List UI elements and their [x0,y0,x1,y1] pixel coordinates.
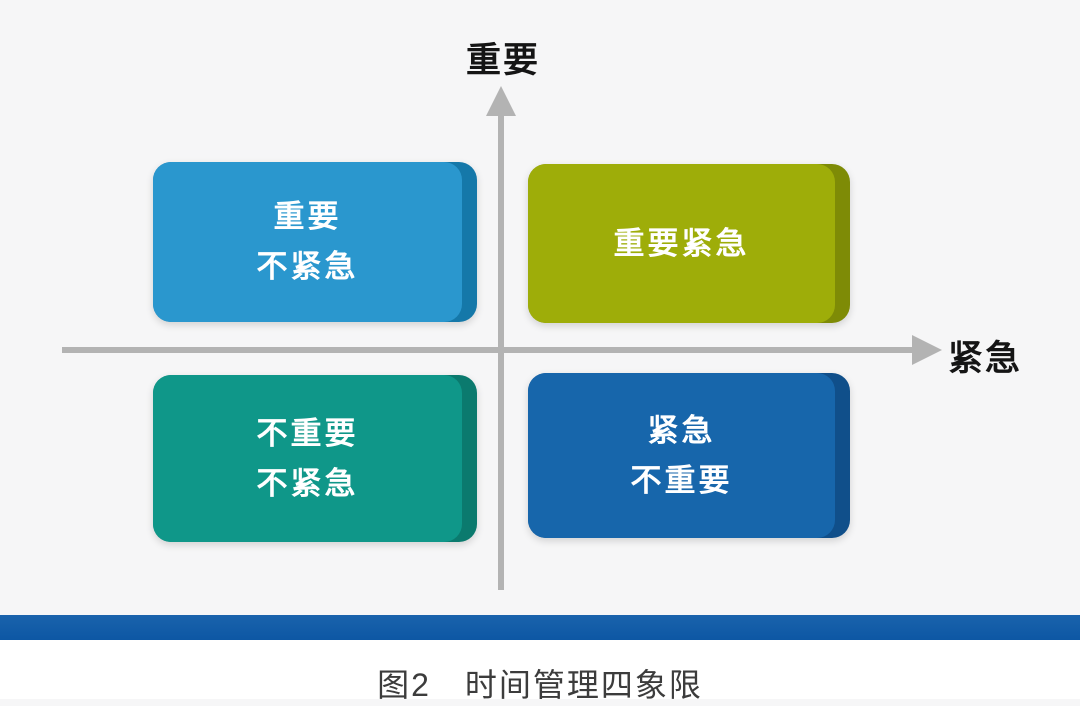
y-axis-label: 重要 [466,41,541,80]
quadrant-face: 紧急 不重要 [528,373,835,538]
quadrant-label-line: 不重要 [630,462,733,498]
right-arrow-icon [912,335,942,365]
quadrant-label-line: 重要 [273,199,342,235]
quadrant-label-line: 紧急 [647,412,716,448]
quadrant-face: 重要紧急 [528,164,835,323]
x-axis-label: 紧急 [948,339,1023,378]
figure-caption: 图2 时间管理四象限 [377,667,703,703]
quadrant-not-important-not-urgent: 不重要 不紧急 [153,375,477,542]
quadrant-face: 不重要 不紧急 [153,375,462,542]
quadrant-label-line: 不重要 [256,415,359,451]
quadrant-urgent-not-important: 紧急 不重要 [528,373,850,538]
quadrant-important-not-urgent: 重要 不紧急 [153,162,477,322]
quadrant-face: 重要 不紧急 [153,162,462,322]
quadrant-important-urgent: 重要紧急 [528,164,850,323]
divider-bar [0,615,1080,640]
horizontal-axis-line [62,347,914,353]
up-arrow-icon [486,86,516,116]
quadrant-label-line: 不紧急 [256,249,359,284]
quadrant-label-line: 重要紧急 [613,225,750,261]
footer-background [0,640,1080,699]
quadrant-label-line: 不紧急 [256,465,359,501]
